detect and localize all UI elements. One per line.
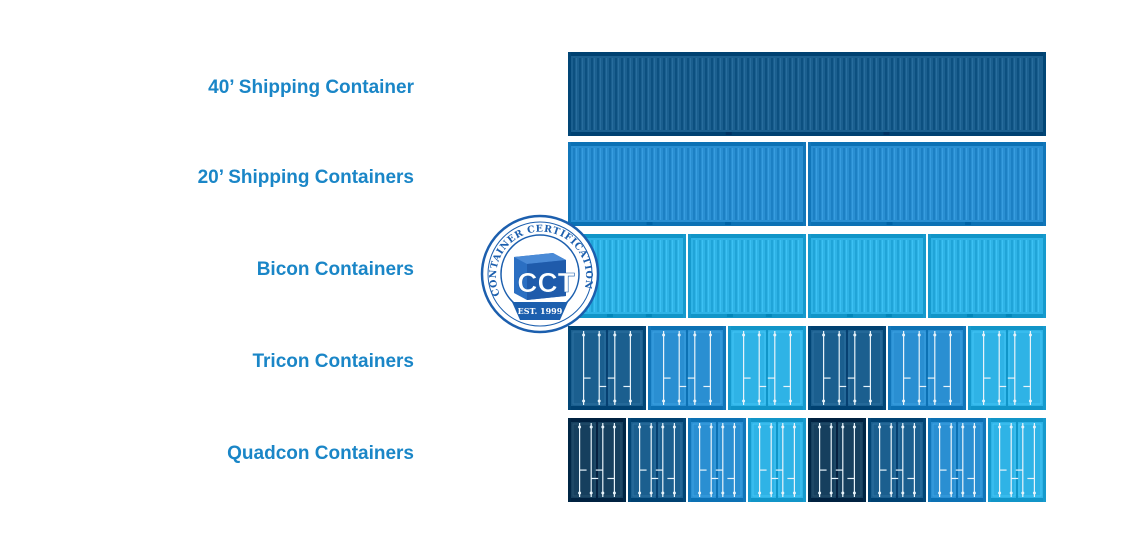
container-unit [868, 418, 926, 502]
container-row [568, 52, 1046, 136]
container-unit [968, 326, 1046, 410]
seal-established: EST. 1999 [518, 306, 563, 316]
container-unit [928, 234, 1046, 318]
seal-container-cube: CCT [514, 253, 575, 300]
container-unit [888, 326, 966, 410]
container-row [568, 142, 1046, 226]
container-row [568, 234, 1046, 318]
container-unit [568, 326, 646, 410]
container-unit [928, 418, 986, 502]
cct-seal-logo: CONTAINER CERTIFICATION & TESTING EST. 1… [0, 0, 600, 334]
row-label-40ft: 40’ Shipping Container [208, 77, 414, 98]
container-unit [988, 418, 1046, 502]
container-unit [568, 418, 626, 502]
seal-banner [512, 302, 568, 320]
container-unit [628, 418, 686, 502]
container-unit [568, 142, 806, 226]
container-unit [808, 326, 886, 410]
row-label-quadcon: Quadcon Containers [227, 443, 414, 464]
container-row [568, 418, 1046, 502]
seal-inner-ring [487, 221, 593, 327]
container-unit [728, 326, 806, 410]
container-unit [568, 52, 1046, 136]
container-unit [688, 234, 806, 318]
container-unit [808, 234, 926, 318]
container-row [568, 326, 1046, 410]
container-unit [808, 418, 866, 502]
container-unit [748, 418, 806, 502]
seal-ring-text: CONTAINER CERTIFICATION & TESTING [0, 0, 594, 298]
seal-monogram: CCT [517, 267, 575, 298]
container-unit [688, 418, 746, 502]
row-label-bicon: Bicon Containers [256, 259, 414, 280]
container-rows [568, 52, 1046, 502]
container-unit [808, 142, 1046, 226]
row-label-20ft: 20’ Shipping Containers [197, 167, 414, 188]
row-label-tricon: Tricon Containers [252, 351, 414, 372]
container-unit [648, 326, 726, 410]
